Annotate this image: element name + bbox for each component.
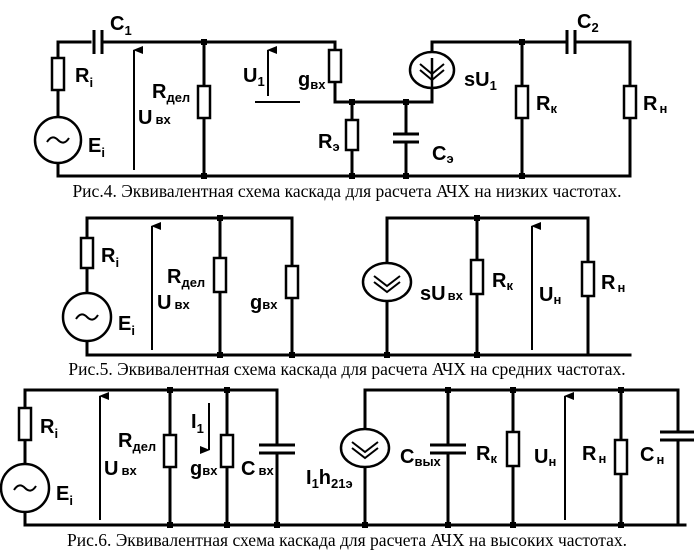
caption-figure-6: Рис.6. Эквивалентная схема каскада для р… — [67, 530, 627, 550]
resistor-rdel — [212, 256, 228, 294]
capacitor-cvx — [259, 443, 295, 455]
resistor-ri — [17, 406, 33, 442]
junction-dots — [167, 387, 624, 528]
resistor-rk — [514, 84, 530, 120]
label-un: Uн — [534, 446, 556, 469]
label-rk: Rк — [492, 270, 513, 293]
current-source-su1 — [408, 50, 456, 90]
resistor-rk — [469, 258, 485, 296]
conductance-gvx — [219, 433, 235, 469]
voltage-source-ei — [0, 462, 51, 514]
caption-figure-5: Рис.5. Эквивалентная схема каскада для р… — [68, 359, 625, 379]
label-ce: Cэ — [432, 143, 454, 166]
capacitor-c2 — [565, 30, 577, 54]
label-ei: Ei — [56, 483, 73, 508]
label-i1: I1 — [191, 411, 204, 436]
label-ri: Ri — [101, 245, 119, 270]
label-rk: Rк — [476, 443, 497, 466]
label-i1h21e: I1h21э — [306, 467, 353, 491]
resistor-rdel — [162, 433, 178, 469]
conductance-gvx — [327, 48, 343, 84]
label-c1: C1 — [110, 13, 132, 38]
label-un: Uн — [539, 284, 561, 307]
resistor-rdel — [196, 84, 212, 120]
label-ri: Ri — [75, 65, 93, 90]
label-su1: sU1 — [464, 69, 497, 93]
capacitor-c1 — [92, 30, 104, 54]
resistor-rn — [580, 260, 596, 298]
conductance-gvx — [284, 264, 300, 300]
label-rdel: Rдел — [118, 430, 156, 454]
capacitor-cvyx — [430, 443, 466, 455]
voltage-source-ei — [61, 291, 113, 343]
label-rk: Rк — [536, 93, 557, 116]
label-gvx: gвх — [190, 458, 218, 480]
resistor-rk — [505, 430, 521, 468]
capacitor-ce — [393, 132, 419, 144]
caption-figure-4: Рис.4. Эквивалентная схема каскада для р… — [72, 181, 621, 201]
resistor-rn — [622, 84, 638, 120]
resistor-ri — [50, 56, 66, 92]
current-source-suvx — [361, 261, 413, 303]
label-gvx: gвх — [298, 69, 326, 92]
junction-dots — [217, 215, 480, 358]
label-re: Rэ — [318, 131, 340, 154]
wire — [56, 40, 632, 178]
resistor-rn — [613, 438, 629, 476]
wire — [23, 388, 687, 527]
label-gvx: gвх — [250, 292, 278, 314]
label-ri: Ri — [40, 416, 58, 441]
label-c2: C2 — [577, 11, 599, 35]
label-u1: U1 — [243, 65, 265, 89]
resistor-re — [344, 118, 360, 152]
label-ei: Ei — [118, 313, 135, 338]
label-rdel: Rдел — [152, 81, 190, 105]
label-rdel: Rдел — [167, 266, 205, 290]
capacitor-cn — [660, 430, 694, 442]
resistor-ri — [79, 236, 95, 270]
label-cvyx: Cвых — [400, 446, 442, 469]
label-ei: Ei — [88, 135, 105, 160]
current-source-i1h21e — [339, 427, 391, 469]
voltage-source-ei — [33, 115, 83, 165]
junction-dots — [201, 39, 525, 179]
